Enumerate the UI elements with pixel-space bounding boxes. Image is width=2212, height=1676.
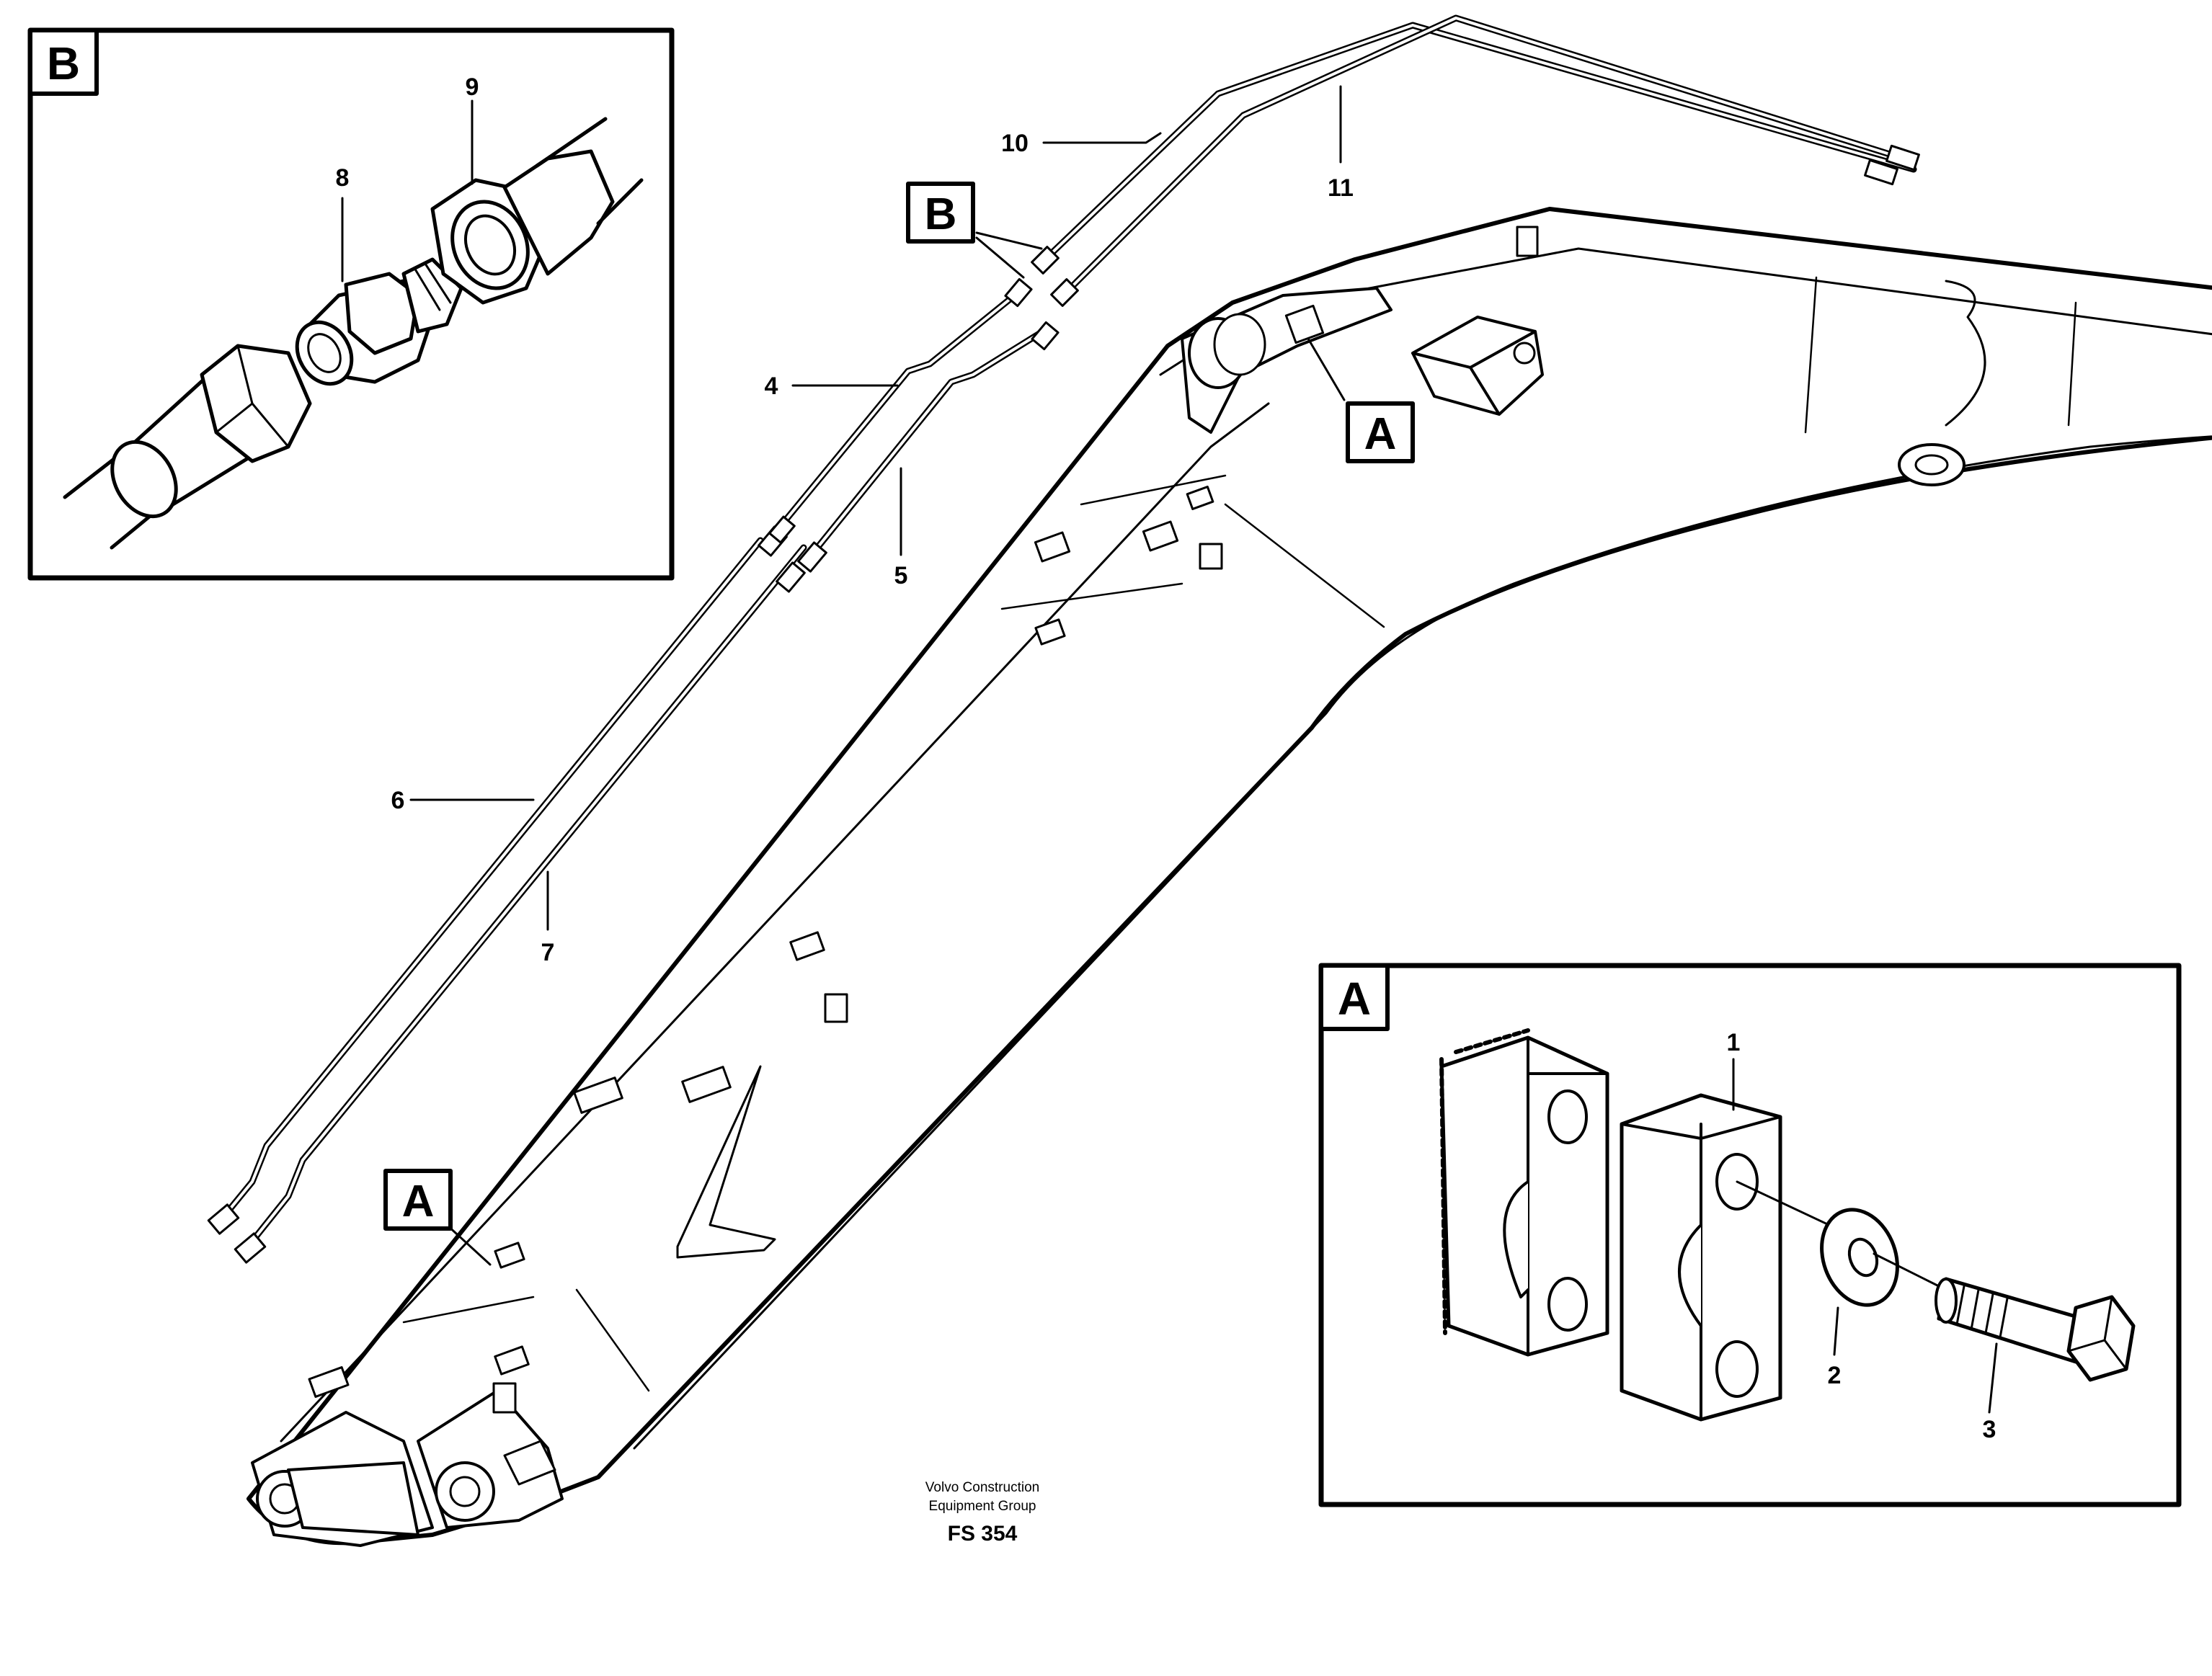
detail-b-tag-label: B	[47, 37, 80, 89]
foot-pin-right	[435, 1461, 495, 1522]
credit-line-1: Volvo Construction	[925, 1480, 1039, 1495]
callout-3: 3	[1983, 1416, 1996, 1443]
callout-6: 6	[391, 787, 405, 814]
tag-a-upper-box	[1346, 401, 1415, 463]
clamp-6	[1516, 226, 1539, 257]
credit-block: Volvo Construction Equipment Group FS 35…	[925, 1480, 1039, 1546]
foot-bracket-plate	[503, 1440, 556, 1486]
boom-lower-flange	[633, 435, 2212, 1450]
hydraulic-lines	[207, 14, 1920, 1264]
clamp-13	[494, 1345, 530, 1376]
detail-b-tag-box	[28, 28, 99, 96]
foot-pin-right-bore	[449, 1476, 481, 1507]
detail-a-panel: A 1 2 3	[1318, 963, 2182, 1507]
washer-2	[1820, 1208, 1899, 1307]
boom-detail-tags: B A A	[383, 182, 1415, 1231]
clamp-14	[492, 1382, 517, 1414]
cylinder-pin-right	[1213, 313, 1266, 376]
tag-b-label: B	[925, 190, 957, 239]
callout-2: 2	[1828, 1362, 1842, 1389]
hose-left-end	[110, 440, 178, 519]
callout-9: 9	[466, 73, 479, 101]
detail-a-tag-label: A	[1338, 973, 1371, 1025]
loose-clamp-hole	[1513, 342, 1536, 365]
callout-5: 5	[894, 562, 908, 589]
nose-lug-bore	[1914, 454, 1949, 476]
loose-clamp-block	[1411, 316, 1544, 416]
boom-clamps	[308, 226, 1539, 1414]
clamp-3	[1186, 486, 1214, 510]
detail-a-tag-box	[1319, 963, 1390, 1031]
clamp-1	[1034, 531, 1071, 563]
boom	[246, 207, 2212, 1547]
callout-8: 8	[336, 164, 350, 192]
clamp-7	[789, 931, 825, 961]
nose-lug	[1898, 443, 1966, 486]
nut-left	[200, 344, 312, 463]
callout-4: 4	[765, 373, 778, 400]
credit-line-2: Equipment Group	[929, 1499, 1036, 1514]
tag-a-lower-label: A	[402, 1177, 435, 1226]
pipe-10	[1041, 22, 1917, 263]
clamp-4	[1199, 543, 1223, 570]
clamp-9	[573, 1077, 623, 1114]
figure-code: FS 354	[948, 1522, 1018, 1546]
clamp-11	[494, 1242, 525, 1269]
foot-tube	[287, 1461, 419, 1536]
callout-10: 10	[1001, 130, 1029, 157]
callout-1: 1	[1727, 1029, 1741, 1056]
welded-clamp-hole-top	[1547, 1089, 1588, 1144]
clamp-5	[1034, 618, 1066, 646]
pipe-fittings	[207, 144, 1920, 1264]
callout-11: 11	[1328, 174, 1354, 202]
nipple-8-hex	[344, 272, 420, 355]
nose-stiffener	[1945, 280, 1986, 427]
weld-seam	[1439, 1057, 1447, 1335]
clamp-block-1-hole-bottom	[1715, 1340, 1759, 1398]
tag-a-upper-label: A	[1364, 409, 1397, 459]
clamp-12	[308, 1366, 350, 1398]
main-callouts: 10 11 4 5 6 7	[391, 130, 1354, 966]
boom-seams	[402, 276, 2077, 1392]
clamp-8	[824, 993, 848, 1023]
detail-b-panel: B 8 9	[27, 27, 675, 581]
leader-lines	[409, 85, 1346, 1266]
clamp-10	[681, 1066, 732, 1103]
welded-clamp-hole-bottom	[1547, 1277, 1588, 1332]
callout-7: 7	[541, 939, 555, 966]
bolt-3-tip	[1935, 1278, 1958, 1324]
clamp-15	[1284, 304, 1325, 344]
tag-b-box	[906, 182, 975, 244]
boom-gusset	[676, 1065, 776, 1259]
clamp-2	[1142, 520, 1179, 552]
pipe-4	[771, 285, 1027, 537]
tag-a-lower-box	[383, 1169, 453, 1231]
hose-right	[535, 117, 644, 226]
